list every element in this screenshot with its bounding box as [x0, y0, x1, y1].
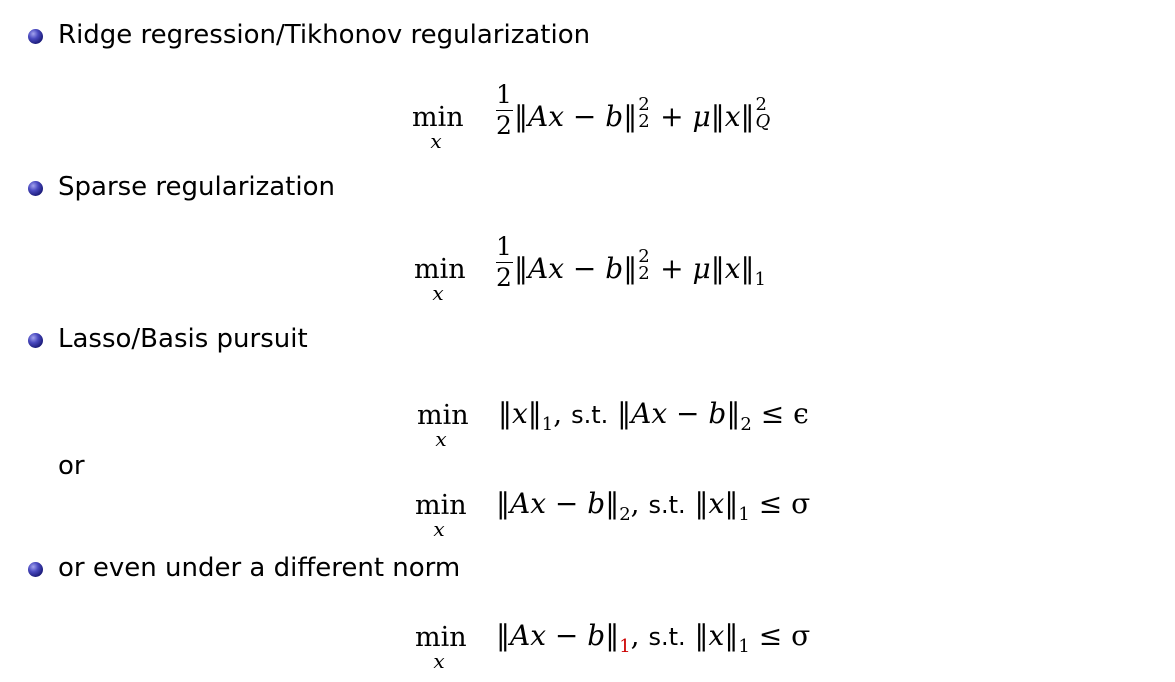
subject-to-label: s.t.	[571, 401, 609, 429]
subject-to-label: s.t.	[648, 491, 686, 519]
regularizer-norm: ‖x‖	[710, 252, 755, 285]
mu-symbol: μ	[692, 252, 711, 285]
plus-sign: +	[660, 252, 684, 285]
formula-expression: ‖Ax − b‖2, s.t. ‖x‖1 ≤ σ	[496, 487, 810, 525]
superscript: 2	[638, 246, 650, 267]
bullet-text: Sparse regularization	[58, 172, 335, 202]
subscript: 1	[738, 504, 750, 525]
constraint-relation: ≤ σ	[758, 619, 811, 652]
residual-norm: ‖Ax − b‖	[514, 252, 638, 285]
bullet-icon	[28, 333, 43, 348]
min-operator: min x	[415, 490, 467, 541]
formula-expression: ‖Ax − b‖1, s.t. ‖x‖1 ≤ σ	[496, 619, 810, 657]
constraint-norm: ‖x‖	[694, 487, 739, 520]
fraction-bar	[495, 110, 513, 111]
min-label: min	[415, 490, 467, 521]
objective-norm: ‖Ax − b‖	[496, 619, 620, 652]
mu-symbol: μ	[692, 100, 711, 133]
fraction-half: 1 2	[495, 82, 513, 139]
constraint-relation: ≤ σ	[758, 487, 811, 520]
objective-norm: ‖Ax − b‖	[496, 487, 620, 520]
min-operator: min x	[412, 102, 464, 153]
bullet-text: Lasso/Basis pursuit	[58, 324, 308, 354]
subscript: 1	[754, 269, 766, 290]
superscript: 2	[638, 94, 650, 115]
bullet-icon	[28, 181, 43, 196]
fraction-bar	[495, 262, 513, 263]
min-subscript: x	[435, 427, 447, 451]
min-label: min	[417, 400, 469, 431]
objective-norm: ‖x‖	[498, 397, 542, 430]
constraint-norm: ‖Ax − b‖	[617, 397, 741, 430]
fraction-numerator: 1	[496, 232, 512, 261]
comma: ,	[630, 487, 640, 520]
min-subscript: x	[433, 517, 445, 541]
plus-sign: +	[660, 100, 684, 133]
bullet-icon	[28, 562, 43, 577]
subscript: 2	[619, 504, 631, 525]
subscript: 1	[541, 414, 554, 435]
regularizer-norm: ‖x‖	[710, 100, 755, 133]
residual-norm: ‖Ax − b‖	[514, 100, 638, 133]
subscript: 2	[740, 414, 752, 435]
subscript: 2	[638, 111, 650, 132]
min-subscript: x	[433, 649, 445, 673]
min-operator: min x	[417, 400, 469, 451]
subscript: Q	[755, 111, 771, 132]
constraint-relation: ≤ ϵ	[760, 397, 809, 430]
comma: ,	[553, 397, 563, 430]
bullet-text: or even under a different norm	[58, 553, 461, 583]
min-subscript: x	[430, 129, 442, 153]
superscript: 2	[755, 94, 767, 115]
subject-to-label: s.t.	[648, 623, 686, 651]
min-subscript: x	[432, 281, 444, 305]
bullet-text: Ridge regression/Tikhonov regularization	[58, 20, 591, 50]
min-operator: min x	[414, 254, 466, 305]
comma: ,	[630, 619, 640, 652]
subscript: 1	[738, 636, 750, 657]
formula-expression: ‖x‖1, s.t. ‖Ax − b‖2 ≤ ϵ	[498, 397, 809, 435]
min-label: min	[414, 254, 466, 285]
min-label: min	[415, 622, 467, 653]
subscript: 2	[638, 263, 650, 284]
constraint-norm: ‖x‖	[694, 619, 739, 652]
min-label: min	[412, 102, 464, 133]
bullet-icon	[28, 29, 43, 44]
fraction-denominator: 2	[496, 111, 512, 140]
fraction-denominator: 2	[496, 263, 512, 292]
fraction-half: 1 2	[495, 234, 513, 291]
fraction-numerator: 1	[496, 80, 512, 109]
highlighted-subscript: 1	[619, 636, 631, 657]
min-operator: min x	[415, 622, 467, 673]
or-text: or	[58, 451, 85, 481]
